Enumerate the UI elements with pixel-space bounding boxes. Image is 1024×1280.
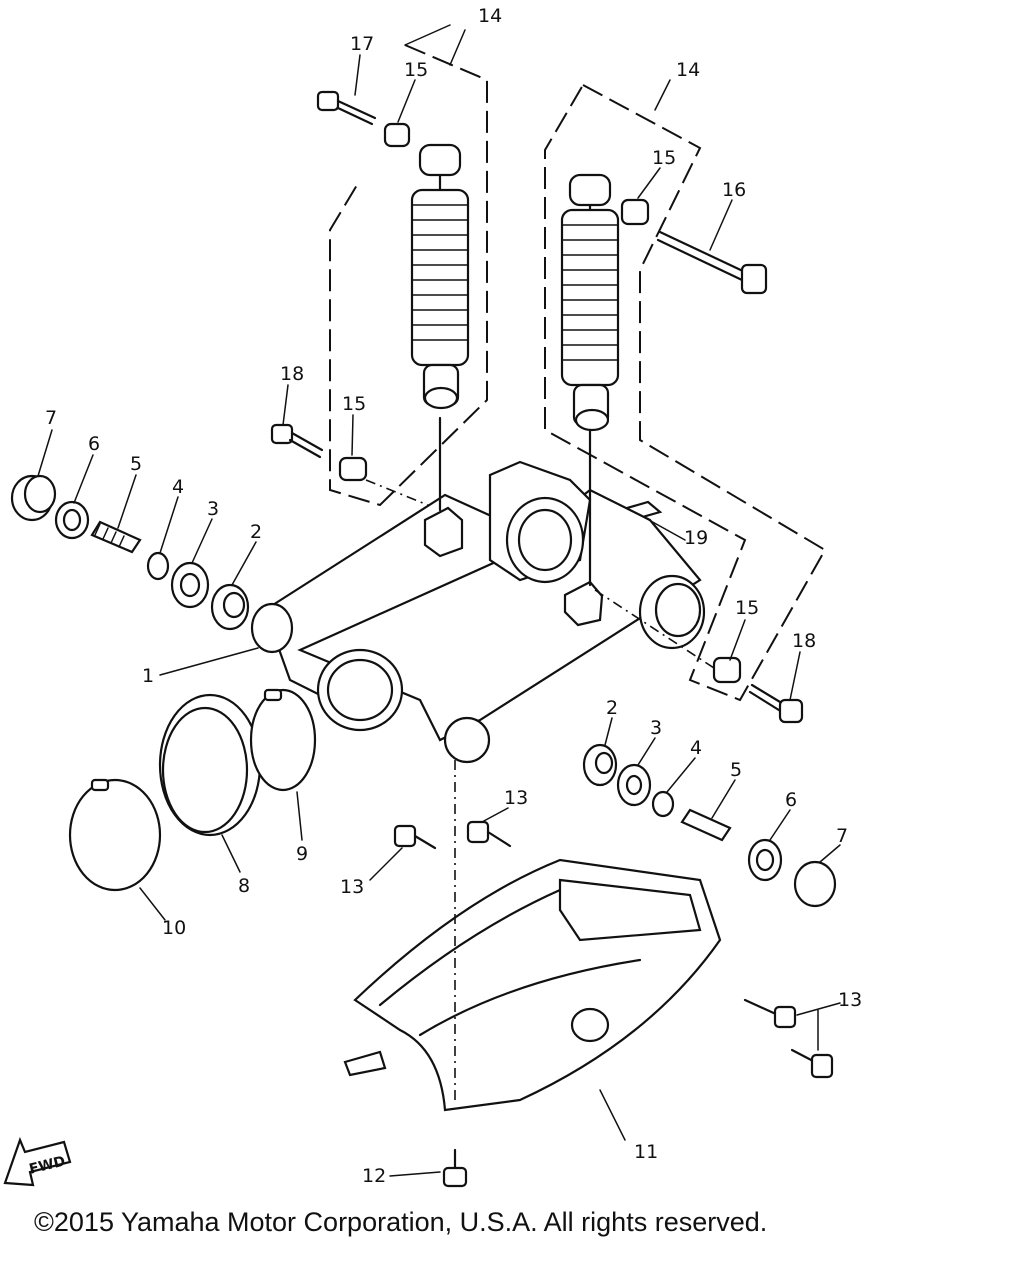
boot-8 — [158, 693, 262, 837]
bearing-3-left — [170, 561, 210, 609]
callout-12: 12 — [362, 1165, 386, 1187]
bearing-2-left — [210, 583, 250, 631]
shock-absorber-right — [560, 173, 620, 432]
band-9 — [249, 688, 317, 792]
copyright-notice: ©2015 Yamaha Motor Corporation, U.S.A. A… — [34, 1207, 768, 1237]
cap-7-right — [793, 860, 837, 908]
callout-15-top-right: 15 — [652, 147, 676, 169]
callout-18-right: 18 — [792, 630, 816, 652]
callout-15-mid-left: 15 — [342, 393, 366, 415]
bolt-18-left — [270, 423, 324, 459]
shock-absorber-left — [410, 143, 470, 410]
callout-3-left: 3 — [207, 498, 219, 520]
bolt-12 — [442, 1148, 468, 1188]
skid-plate-11 — [343, 760, 722, 1112]
collar-15-top-right — [620, 198, 650, 226]
washer-4-left — [146, 551, 170, 581]
band-10 — [68, 778, 162, 892]
callout-1: 1 — [142, 665, 154, 687]
callout-17: 17 — [350, 33, 374, 55]
collar-15-top-left — [383, 122, 411, 148]
washer-4-right — [651, 790, 675, 818]
bolt-13-d — [790, 1048, 834, 1079]
cap-7-left — [10, 474, 57, 522]
callout-11: 11 — [634, 1141, 658, 1163]
callout-13-top: 13 — [504, 787, 528, 809]
bolt-13-b — [466, 820, 512, 848]
bolt-13-c — [743, 998, 797, 1029]
callout-7-left: 7 — [45, 407, 57, 429]
callout-13-right: 13 — [838, 989, 862, 1011]
callout-13-left: 13 — [340, 876, 364, 898]
callout-19: 19 — [684, 527, 708, 549]
seal-6-left — [54, 500, 90, 540]
bolt-17 — [316, 90, 377, 126]
bolt-18-right — [748, 683, 804, 724]
swingarm-exploded-diagram: FWD 14 14 15 15 15 15 16 17 18 18 19 7 6… — [3, 5, 862, 1188]
callout-2-left: 2 — [250, 521, 262, 543]
seal-6-right — [747, 838, 783, 882]
callout-15-top-left: 15 — [404, 59, 428, 81]
callout-2-right: 2 — [606, 697, 618, 719]
leader-lines — [37, 54, 841, 1177]
bearing-2-right — [582, 743, 618, 787]
callout-3-right: 3 — [650, 717, 662, 739]
callout-labels: 14 14 15 15 15 15 16 17 18 18 19 7 6 5 4… — [45, 5, 862, 1187]
callout-4-right: 4 — [690, 737, 702, 759]
bushing-5-left — [90, 520, 142, 554]
callout-15-lower-right: 15 — [735, 597, 759, 619]
swingarm-1 — [250, 416, 715, 764]
shock-group-outline-right — [544, 79, 827, 702]
bolt-13-a — [393, 824, 437, 850]
callout-18-left: 18 — [280, 363, 304, 385]
collar-15-mid-left — [338, 456, 441, 511]
callout-7-right: 7 — [836, 825, 848, 847]
callout-14-left: 14 — [478, 5, 502, 27]
callout-10: 10 — [162, 917, 186, 939]
callout-5-right: 5 — [730, 759, 742, 781]
callout-4-left: 4 — [172, 476, 184, 498]
bearing-3-right — [616, 763, 652, 807]
callout-16: 16 — [722, 179, 746, 201]
callout-6-right: 6 — [785, 789, 797, 811]
callout-9: 9 — [296, 843, 308, 865]
callout-14-right: 14 — [676, 59, 700, 81]
shock-group-outline-left — [329, 24, 488, 507]
fwd-arrow-icon: FWD — [3, 1136, 72, 1187]
callout-6-left: 6 — [88, 433, 100, 455]
callout-8: 8 — [238, 875, 250, 897]
collar-15-lower-right — [712, 656, 742, 684]
bushing-5-right — [680, 808, 732, 842]
callout-5-left: 5 — [130, 453, 142, 475]
bolt-16 — [656, 230, 768, 295]
